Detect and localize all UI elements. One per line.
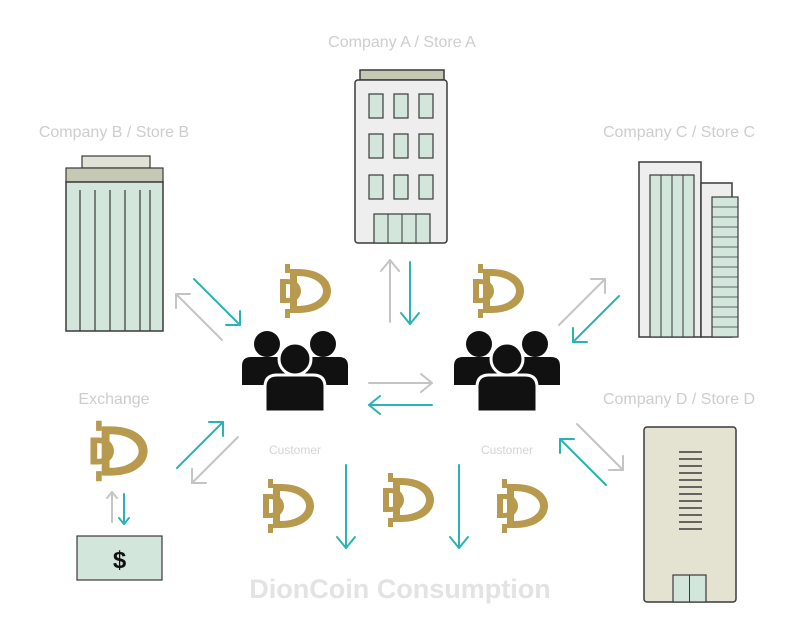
company-c-building-icon	[638, 161, 739, 338]
diagram-title: DionCoin Consumption	[249, 574, 551, 604]
customer-right-label: Customer	[480, 443, 534, 457]
arrow-company-a-to-customer	[400, 261, 420, 325]
arrow-company-d-to-customer	[559, 438, 607, 486]
arrow-left-to-right-customer	[368, 373, 433, 393]
company-b-label: Company B / Store B	[38, 124, 190, 141]
arrow-customer-to-exchange	[191, 436, 239, 484]
svg-text:$: $	[113, 547, 127, 574]
dollar-bill-icon: $	[76, 535, 163, 581]
arrow-exchange-to-customer	[176, 421, 224, 469]
arrow-coin-to-dollar	[118, 493, 130, 525]
arrow-company-b-to-customer	[193, 278, 241, 326]
exchange-label: Exchange	[78, 391, 150, 408]
customer-right-people-icon	[452, 329, 562, 414]
customer-left-people-icon	[240, 329, 350, 414]
company-a-label: Company A / Store A	[328, 34, 476, 51]
arrow-right-to-left-customer	[368, 395, 433, 415]
arrow-left-customer-down	[336, 464, 356, 549]
arrow-customer-to-company-b	[175, 293, 223, 341]
customer-left-label: Customer	[268, 443, 322, 457]
dioncoin-icon	[473, 264, 524, 318]
company-a-building-icon	[354, 69, 448, 244]
dioncoin-icon	[383, 473, 434, 527]
dioncoin-icon	[497, 479, 548, 533]
dioncoin-icon	[280, 264, 331, 318]
arrow-customer-to-company-c	[558, 278, 606, 326]
dioncoin-icon	[263, 479, 314, 533]
dioncoin-icon	[90, 420, 148, 482]
arrow-company-c-to-customer	[572, 295, 620, 343]
arrow-customer-to-company-d	[576, 423, 624, 471]
arrow-right-customer-down	[449, 464, 469, 549]
arrow-dollar-to-coin	[106, 491, 118, 523]
company-d-building-icon	[643, 426, 737, 603]
arrow-customer-to-company-a	[380, 259, 400, 323]
company-b-building-icon	[65, 155, 164, 332]
company-c-label: Company C / Store C	[602, 124, 756, 141]
company-d-label: Company D / Store D	[602, 391, 756, 408]
